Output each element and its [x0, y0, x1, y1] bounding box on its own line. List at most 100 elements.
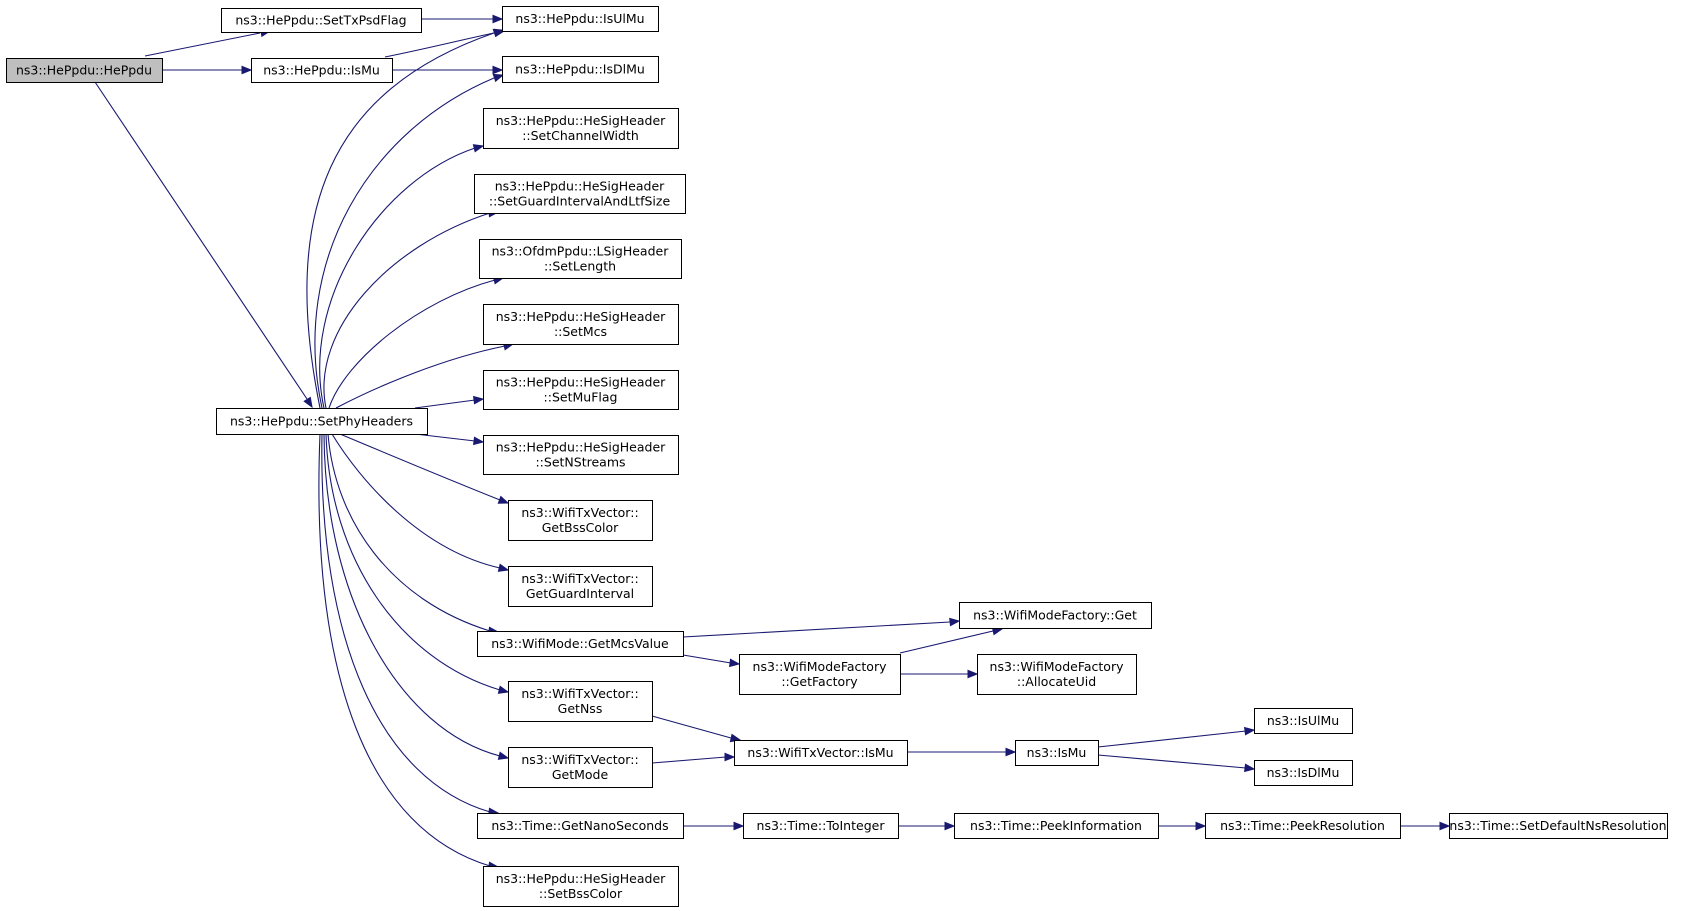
node-label: ns3::HePpdu::SetTxPsdFlag	[235, 13, 406, 28]
edge-line	[323, 433, 501, 757]
node-setlength[interactable]: ns3::OfdmPpdu::LSigHeader::SetLength	[479, 239, 682, 279]
edge-root-to-setphyheaders	[94, 81, 313, 409]
node-setgi[interactable]: ns3::HePpdu::HeSigHeader::SetGuardInterv…	[474, 174, 686, 214]
node-ns3isdlmu[interactable]: ns3::IsDlMu	[1254, 760, 1353, 786]
node-box	[1254, 760, 1353, 786]
node-getfactory[interactable]: ns3::WifiModeFactory::GetFactory	[739, 654, 901, 695]
node-label: ns3::OfdmPpdu::LSigHeader	[492, 244, 670, 259]
node-setdefaultnsres[interactable]: ns3::Time::SetDefaultNsResolution	[1449, 813, 1668, 839]
arrowhead	[1244, 763, 1256, 773]
node-allocateuid[interactable]: ns3::WifiModeFactory::AllocateUid	[977, 654, 1137, 695]
node-box	[1254, 708, 1353, 734]
node-setphyheaders[interactable]: ns3::HePpdu::SetPhyHeaders	[216, 408, 428, 435]
edge-tointeger-to-peekinformation	[898, 821, 956, 831]
arrowhead	[497, 563, 510, 572]
node-label: ns3::WifiModeFactory	[753, 659, 888, 674]
edge-line	[314, 77, 495, 409]
node-isdlmu[interactable]: ns3::HePpdu::IsDlMu	[502, 56, 659, 83]
edge-line	[339, 433, 501, 501]
edge-ismu-to-isulmu	[384, 28, 506, 58]
arrowhead	[497, 685, 510, 694]
node-label: ::SetGuardIntervalAndLtfSize	[489, 194, 671, 209]
arrowhead	[492, 73, 505, 83]
edge-line	[335, 345, 506, 409]
node-box	[508, 566, 653, 607]
edge-setphyheaders-to-setnstreams	[414, 433, 485, 446]
node-peekinformation[interactable]: ns3::Time::PeekInformation	[954, 813, 1159, 839]
node-label: ns3::Time::PeekInformation	[970, 818, 1142, 833]
node-box	[483, 304, 679, 345]
node-tointeger[interactable]: ns3::Time::ToInteger	[743, 813, 899, 839]
node-box	[743, 813, 899, 839]
node-getmcsvalue[interactable]: ns3::WifiMode::GetMcsValue	[477, 631, 684, 657]
node-box	[6, 58, 163, 83]
node-getmode[interactable]: ns3::WifiTxVector::GetMode	[508, 747, 653, 788]
edge-setphyheaders-to-isdlmu	[314, 73, 505, 409]
node-getguardinterval[interactable]: ns3::WifiTxVector::GetGuardInterval	[508, 566, 653, 607]
node-box	[977, 654, 1137, 695]
node-getnss[interactable]: ns3::WifiTxVector::GetNss	[508, 681, 653, 722]
node-label: ::SetNStreams	[535, 455, 625, 470]
edge-setphyheaders-to-setbsscolor	[318, 433, 500, 871]
node-label: ns3::WifiModeFactory::Get	[973, 608, 1137, 623]
node-setmuflag[interactable]: ns3::HePpdu::HeSigHeader::SetMuFlag	[483, 370, 679, 410]
edge-line	[321, 433, 491, 813]
node-wmfget[interactable]: ns3::WifiModeFactory::Get	[959, 602, 1152, 629]
node-box	[483, 370, 679, 410]
node-isulmu[interactable]: ns3::HePpdu::IsUlMu	[502, 6, 659, 32]
node-setchannelwidth[interactable]: ns3::HePpdu::HeSigHeader::SetChannelWidt…	[483, 108, 679, 149]
node-label: GetGuardInterval	[526, 586, 634, 601]
edge-line	[319, 147, 476, 409]
edge-getfactory-to-allocateuid	[900, 669, 979, 679]
node-ns3isulmu[interactable]: ns3::IsUlMu	[1254, 708, 1353, 734]
edge-line	[651, 715, 732, 739]
node-box	[477, 631, 684, 657]
edge-line	[899, 630, 994, 654]
node-label: ns3::Time::PeekResolution	[1220, 818, 1385, 833]
node-ns3ismu[interactable]: ns3::IsMu	[1015, 740, 1099, 766]
edge-ns3ismu-to-ns3isdlmu	[1097, 754, 1256, 773]
node-root[interactable]: ns3::HePpdu::HePpdu	[6, 58, 163, 83]
edge-line	[327, 433, 491, 632]
edge-line	[414, 399, 476, 409]
node-label: ::SetMuFlag	[544, 390, 618, 405]
node-label: ns3::HePpdu::IsUlMu	[515, 11, 644, 26]
edge-getnanoseconds-to-tointeger	[683, 821, 745, 831]
node-label: GetMode	[552, 767, 609, 782]
node-label: ::SetBssColor	[539, 886, 623, 901]
edge-settxpsdflag-to-isulmu	[421, 14, 504, 24]
edge-setphyheaders-to-setlength	[328, 276, 505, 409]
edge-line	[325, 433, 501, 691]
edge-line	[414, 433, 476, 442]
edge-peekinformation-to-peekresolution	[1158, 821, 1207, 831]
node-ismu[interactable]: ns3::HePpdu::IsMu	[251, 58, 393, 83]
arrowhead	[1005, 747, 1017, 757]
node-label: ns3::HePpdu::HePpdu	[16, 63, 152, 78]
node-label: ns3::Time::SetDefaultNsResolution	[1449, 818, 1666, 833]
node-box	[221, 8, 422, 33]
node-settxpsdflag[interactable]: ns3::HePpdu::SetTxPsdFlag	[221, 8, 422, 33]
node-label: ns3::WifiTxVector::	[521, 752, 638, 767]
arrowhead	[729, 658, 741, 668]
node-getbsscolor[interactable]: ns3::WifiTxVector::GetBssColor	[508, 500, 653, 541]
node-box	[1449, 813, 1668, 839]
edge-setphyheaders-to-setgi	[323, 208, 500, 409]
node-label: GetNss	[558, 701, 603, 716]
node-peekresolution[interactable]: ns3::Time::PeekResolution	[1205, 813, 1401, 839]
node-label: ns3::IsDlMu	[1267, 765, 1340, 780]
arrowhead	[967, 669, 979, 679]
edge-getfactory-to-wmfget	[899, 626, 1004, 654]
node-setnstreams[interactable]: ns3::HePpdu::HeSigHeader::SetNStreams	[483, 435, 679, 475]
arrowhead	[1195, 821, 1207, 831]
node-label: ::SetLength	[544, 259, 616, 274]
node-setmcs[interactable]: ns3::HePpdu::HeSigHeader::SetMcs	[483, 304, 679, 345]
arrowhead	[1244, 726, 1256, 736]
node-getnanoseconds[interactable]: ns3::Time::GetNanoSeconds	[477, 813, 684, 839]
node-label: ns3::HePpdu::HeSigHeader	[496, 440, 666, 455]
edge-line	[94, 81, 308, 400]
arrowhead	[473, 395, 485, 405]
node-txvismu[interactable]: ns3::WifiTxVector::IsMu	[734, 740, 908, 766]
node-box	[508, 681, 653, 722]
node-setbsscolor[interactable]: ns3::HePpdu::HeSigHeader::SetBssColor	[483, 866, 679, 907]
